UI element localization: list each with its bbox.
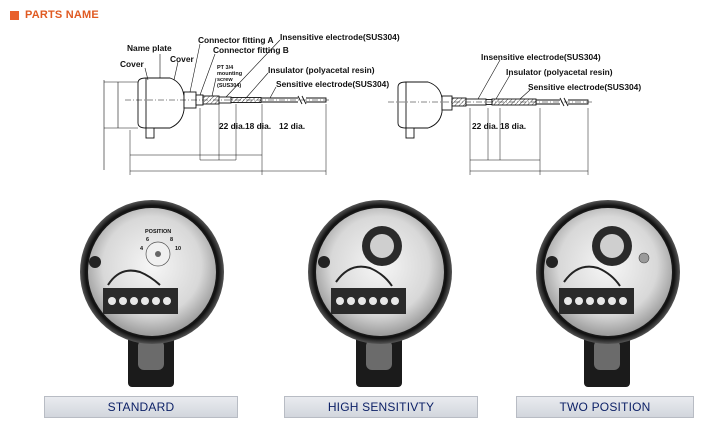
- conduit-highlight: [138, 340, 164, 370]
- bullet-square-icon: [10, 10, 19, 20]
- caption-high-sensitivity: HIGH SENSITIVTY: [284, 396, 478, 418]
- photo-high-sensitivity: [308, 200, 452, 387]
- label-cover-1: Cover: [120, 59, 144, 69]
- connector-fitting: [441, 95, 453, 111]
- label-insulator: Insulator (polyacetal resin): [506, 67, 613, 77]
- caption-two-position: TWO POSITION: [516, 396, 694, 418]
- label-insensitive-electrode: Insensitive electrode(SUS304): [481, 52, 601, 62]
- label-18-dia: 18 dia.: [245, 121, 271, 131]
- conduit-highlight: [366, 340, 392, 370]
- photo-standard: POSITION 4 6 8 10: [80, 200, 224, 387]
- section-title: PARTS NAME: [25, 9, 99, 21]
- terminal-screws: [564, 297, 627, 305]
- dial-center: [155, 251, 161, 257]
- photo-two-position: [536, 200, 680, 387]
- label-pt-4: (SUS304): [217, 83, 241, 89]
- left-probe-diagram: [103, 39, 330, 175]
- housing-lug: [405, 127, 415, 139]
- dial-scale-8: 8: [170, 237, 173, 243]
- enclosure-face: [88, 208, 216, 336]
- label-12-dia: 12 dia.: [279, 121, 305, 131]
- conduit-highlight: [594, 340, 620, 370]
- label-22-dia: 22 dia.: [219, 121, 245, 131]
- section-header: PARTS NAME: [10, 8, 99, 22]
- wiring: [335, 265, 393, 287]
- label-sensitive-electrode: Sensitive electrode(SUS304): [528, 82, 641, 92]
- label-pt-2: mounting: [217, 71, 242, 77]
- label-22-dia: 22 dia.: [472, 121, 498, 131]
- dial-scale-6: 6: [146, 237, 149, 243]
- screw-icon: [546, 256, 558, 268]
- caption-two-position-text: TWO POSITION: [559, 400, 651, 414]
- label-sensitive-electrode: Sensitive electrode(SUS304): [276, 79, 389, 89]
- label-pt-1: PT 3/4: [217, 65, 234, 71]
- terminal-screws: [336, 297, 399, 305]
- dial-scale-10: 10: [175, 246, 181, 252]
- sensitive-electrode: [261, 97, 298, 103]
- caption-high-sensitivity-text: HIGH SENSITIVTY: [327, 400, 435, 414]
- label-insulator: Insulator (polyacetal resin): [268, 65, 375, 75]
- housing-body: [397, 81, 443, 129]
- right-probe-diagram: [388, 59, 592, 175]
- indicator-lamp: [638, 252, 650, 264]
- terminal-screws: [108, 297, 171, 305]
- dial-caption: POSITION: [145, 229, 171, 235]
- wiring: [563, 265, 621, 287]
- housing-body: [137, 77, 185, 129]
- sensitive-electrode: [536, 99, 560, 105]
- label-connector-b: Connector fitting B: [213, 45, 289, 55]
- label-insensitive-electrode: Insensitive electrode(SUS304): [280, 32, 400, 42]
- label-name-plate: Name plate: [127, 43, 172, 53]
- label-cover-2: Cover: [170, 54, 194, 64]
- left-diagram-labels: Name plate Cover Cover Connector fitting…: [120, 32, 400, 131]
- caption-standard: STANDARD: [44, 396, 238, 418]
- caption-standard-text: STANDARD: [107, 400, 175, 414]
- wiring: [107, 269, 161, 286]
- label-connector-a: Connector fitting A: [198, 35, 274, 45]
- label-pt-3: screw: [217, 77, 233, 83]
- screw-icon: [318, 256, 330, 268]
- dial-scale-4: 4: [140, 246, 144, 252]
- housing-lug: [145, 127, 155, 139]
- screw-icon: [89, 256, 101, 268]
- adjust-knob: [370, 234, 394, 258]
- label-18-dia: 18 dia.: [500, 121, 526, 131]
- adjust-knob: [600, 234, 624, 258]
- right-diagram-labels: Insensitive electrode(SUS304) Insulator …: [472, 52, 641, 131]
